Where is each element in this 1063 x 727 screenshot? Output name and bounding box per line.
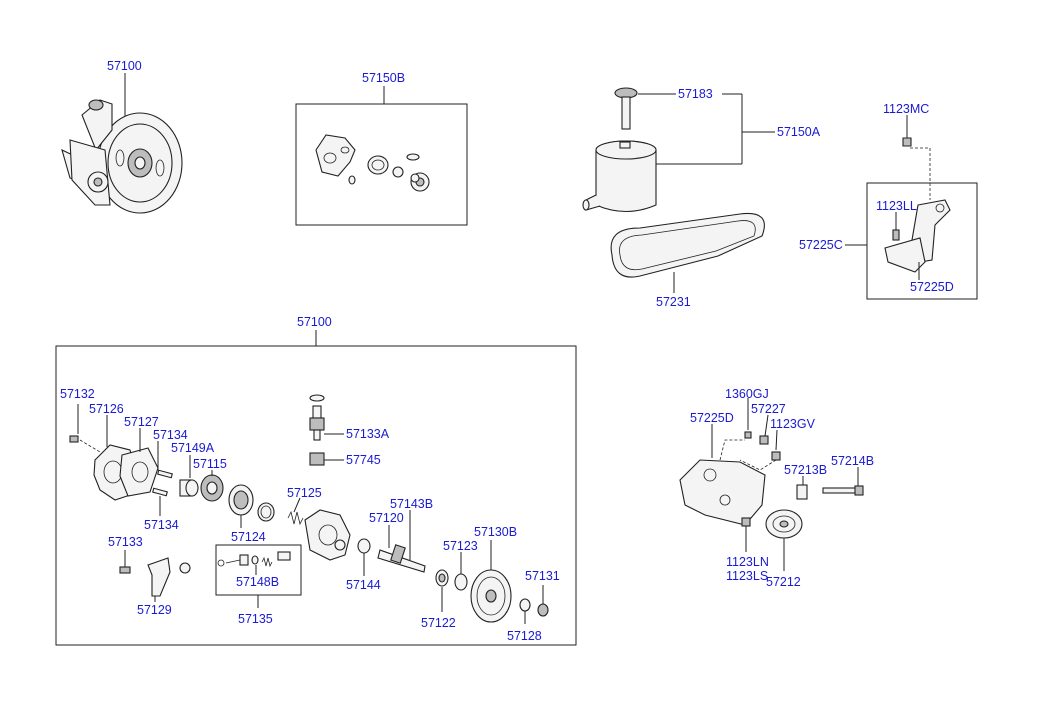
label-1123ln: 1123LN (726, 555, 769, 569)
label-57148b: 57148B (236, 575, 279, 589)
label-1123ll: 1123LL (876, 199, 917, 213)
label-57225c: 57225C (799, 238, 843, 252)
label-57149a: 57149A (171, 441, 215, 455)
label-57128: 57128 (507, 629, 542, 643)
mounting-bracket-illustration (679, 398, 864, 571)
label-57100-box: 57100 (297, 315, 332, 329)
label-57132: 57132 (60, 387, 95, 401)
label-57150a: 57150A (777, 125, 821, 139)
exploded-pump-illustration (55, 330, 577, 646)
bracket-assembly-illustration (845, 115, 978, 300)
label-57130b: 57130B (474, 525, 517, 539)
label-57183: 57183 (678, 87, 713, 101)
label-57100-top: 57100 (107, 59, 142, 73)
label-57129: 57129 (137, 603, 172, 617)
label-57126: 57126 (89, 402, 124, 416)
label-1123mc: 1123MC (883, 102, 929, 116)
label-57144: 57144 (346, 578, 381, 592)
label-57135: 57135 (238, 612, 273, 626)
label-57213b: 57213B (784, 463, 827, 477)
label-57131: 57131 (525, 569, 560, 583)
label-1123gv: 1123GV (770, 417, 816, 431)
label-57127: 57127 (124, 415, 159, 429)
label-57120: 57120 (369, 511, 404, 525)
label-57134-lower: 57134 (144, 518, 179, 532)
reservoir-illustration (582, 87, 775, 293)
label-57745: 57745 (346, 453, 381, 467)
label-1360gj: 1360GJ (725, 387, 769, 401)
label-57143b: 57143B (390, 497, 433, 511)
label-57115: 57115 (193, 457, 227, 471)
label-57231: 57231 (656, 295, 691, 309)
label-57125: 57125 (287, 486, 322, 500)
label-57150b: 57150B (362, 71, 405, 85)
pump-assembly-illustration (61, 73, 183, 214)
label-57225d-top: 57225D (910, 280, 954, 294)
label-57214b: 57214B (831, 454, 874, 468)
label-57133a: 57133A (346, 427, 390, 441)
label-57124: 57124 (231, 530, 266, 544)
label-57122: 57122 (421, 616, 456, 630)
label-57227: 57227 (751, 402, 786, 416)
label-57133: 57133 (108, 535, 143, 549)
label-57123: 57123 (443, 539, 478, 553)
label-1123ls: 1123LS (726, 569, 768, 583)
label-57225d-lower: 57225D (690, 411, 734, 425)
label-57212: 57212 (766, 575, 801, 589)
seal-kit-illustration (295, 86, 468, 226)
label-57134-upper: 57134 (153, 428, 188, 442)
